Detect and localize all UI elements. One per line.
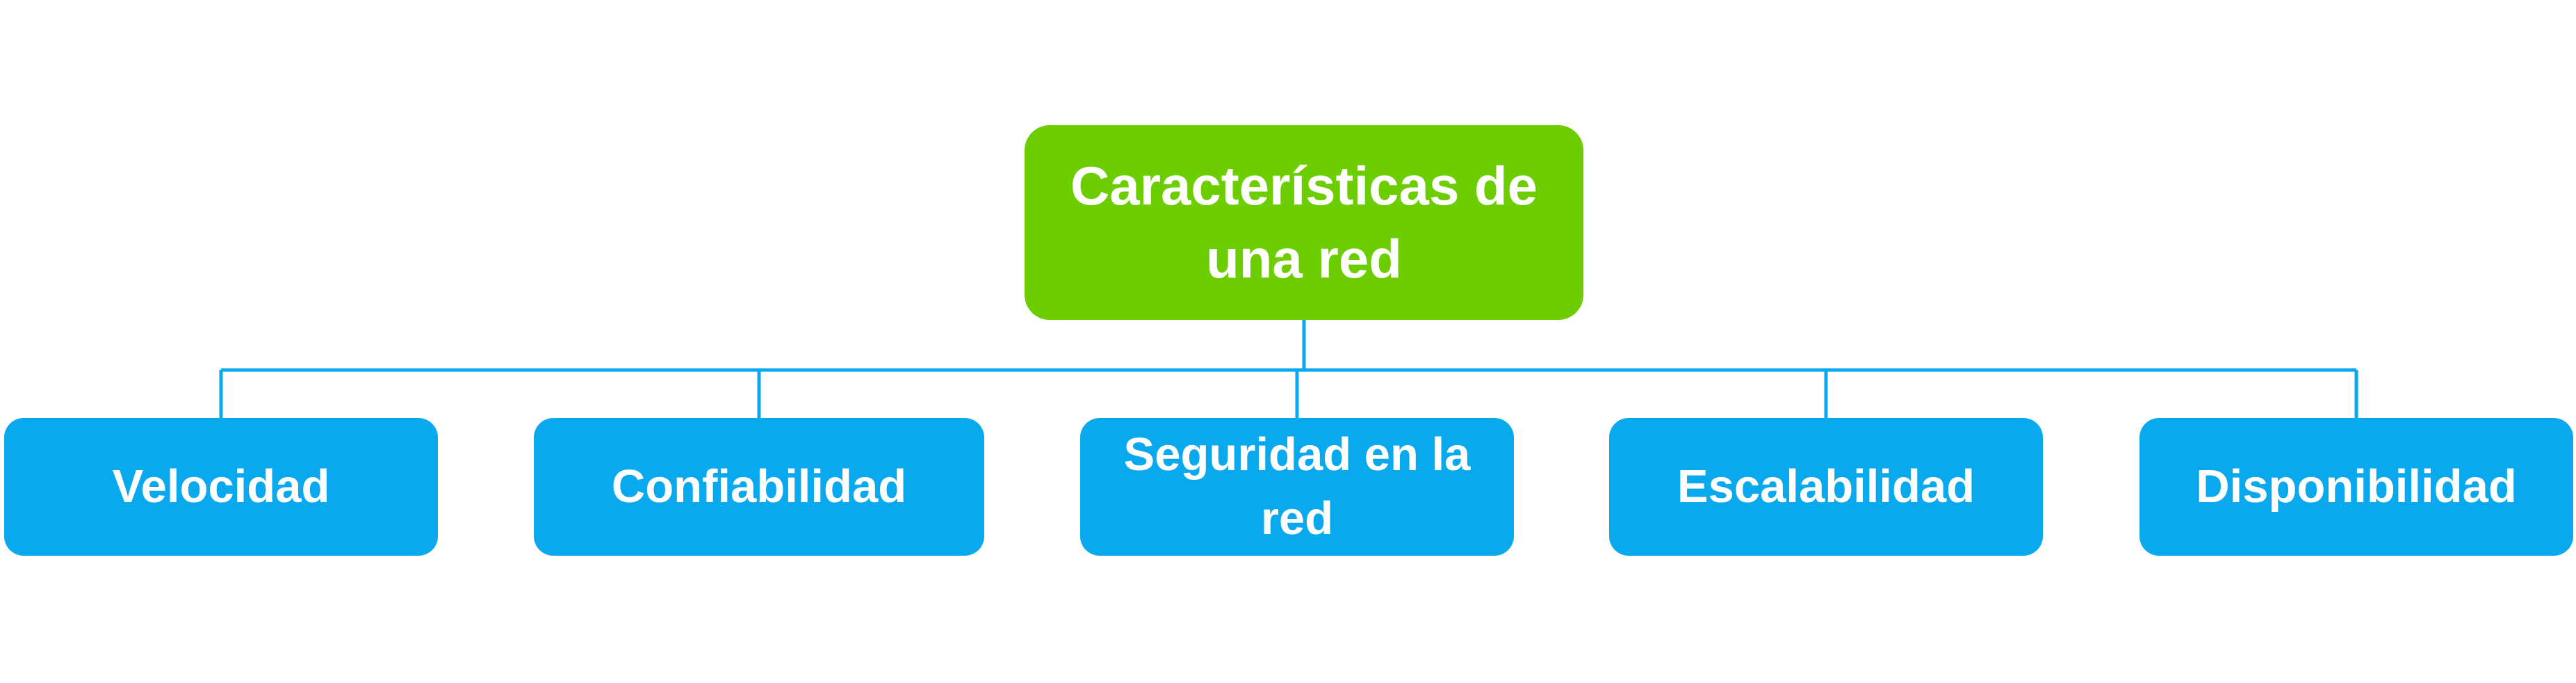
root-node: Características de una red xyxy=(1025,125,1583,320)
child-node-confiabilidad: Confiabilidad xyxy=(534,418,984,556)
child-node-label: Seguridad en la red xyxy=(1123,428,1471,545)
child-node-label: Disponibilidad xyxy=(2196,460,2517,513)
child-node-velocidad: Velocidad xyxy=(4,418,438,556)
child-node-escalabilidad: Escalabilidad xyxy=(1609,418,2043,556)
child-node-label: Velocidad xyxy=(112,460,330,513)
child-node-label: Escalabilidad xyxy=(1677,460,1975,513)
root-node-label: Características de una red xyxy=(1070,155,1538,289)
child-node-disponibilidad: Disponibilidad xyxy=(2139,418,2573,556)
child-node-seguridad-en-la-red: Seguridad en la red xyxy=(1080,418,1514,556)
child-node-label: Confiabilidad xyxy=(611,460,907,513)
